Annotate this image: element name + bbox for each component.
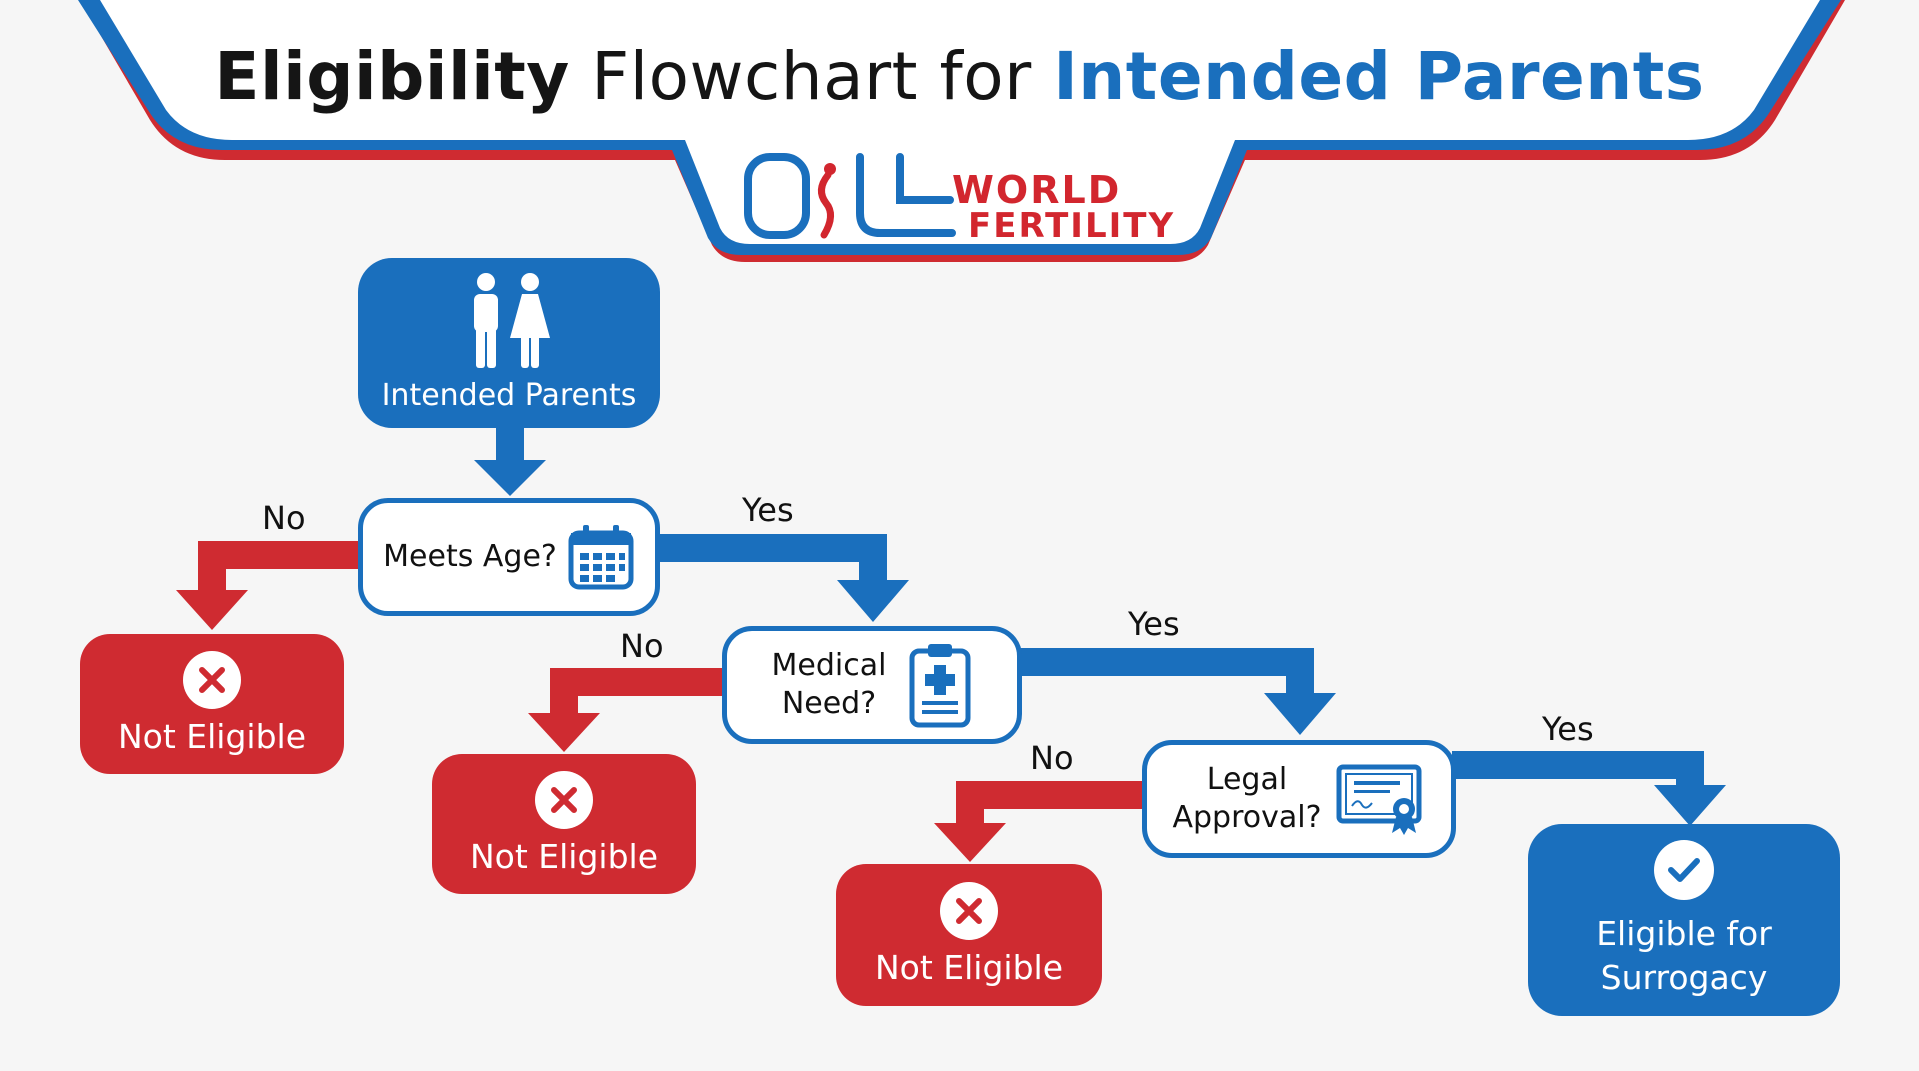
x-circle-icon [940,882,998,940]
edge-label-medical-no: No [620,627,664,665]
certificate-icon [1336,764,1422,835]
x-circle-icon [183,651,241,709]
arrow-legal-no [934,781,1145,862]
arrow-medical-yes [1017,648,1336,735]
start-node-label: Intended Parents [381,378,637,413]
outcome-not-eligible-3: Not Eligible [836,864,1102,1006]
outcome-eligible-for-surrogacy: Eligible for Surrogacy [1528,824,1840,1016]
title-blue: Intended Parents [1053,38,1705,115]
clipboard-icon [909,644,971,728]
decision-legal-approval-label: Legal Approval? [1172,762,1322,835]
not-eligible-label-3: Not Eligible [874,948,1064,987]
start-node-intended-parents: Intended Parents [358,258,660,428]
eligible-label: Eligible for Surrogacy [1596,914,1772,997]
calendar-icon [568,525,634,590]
outcome-not-eligible-2: Not Eligible [432,754,696,894]
edge-label-age-no: No [262,499,306,537]
edge-label-medical-yes: Yes [1128,605,1180,643]
arrow-medical-no [528,668,725,752]
edge-label-age-yes: Yes [742,491,794,529]
not-eligible-label-2: Not Eligible [469,837,659,876]
check-circle-icon [1654,840,1714,900]
decision-medical-need: Medical Need? [722,626,1022,744]
x-circle-icon [535,771,593,829]
not-eligible-label-1: Not Eligible [117,717,307,756]
arrow-age-no [176,541,360,630]
edge-label-legal-no: No [1030,739,1074,777]
outcome-not-eligible-1: Not Eligible [80,634,344,774]
logo-line-2: FERTILITY [968,206,1176,246]
decision-legal-approval: Legal Approval? [1142,740,1456,858]
decision-medical-need-label: Medical Need? [771,648,887,721]
couple-icon [474,273,550,368]
edge-label-legal-yes: Yes [1542,710,1594,748]
arrow-legal-yes [1452,751,1726,826]
decision-meets-age: Meets Age? [358,498,660,616]
header-banner [78,0,1845,262]
title-bold: Eligibility [214,38,570,115]
logo-mark [744,153,956,239]
title-regular: Flowchart for [569,38,1054,115]
decision-meets-age-label: Meets Age? [383,539,557,574]
page-title: Eligibility Flowchart for Intended Paren… [0,38,1919,116]
logo-line-1: WORLD [952,168,1122,212]
arrow-start-to-age [474,425,546,496]
arrow-age-yes [658,534,909,622]
